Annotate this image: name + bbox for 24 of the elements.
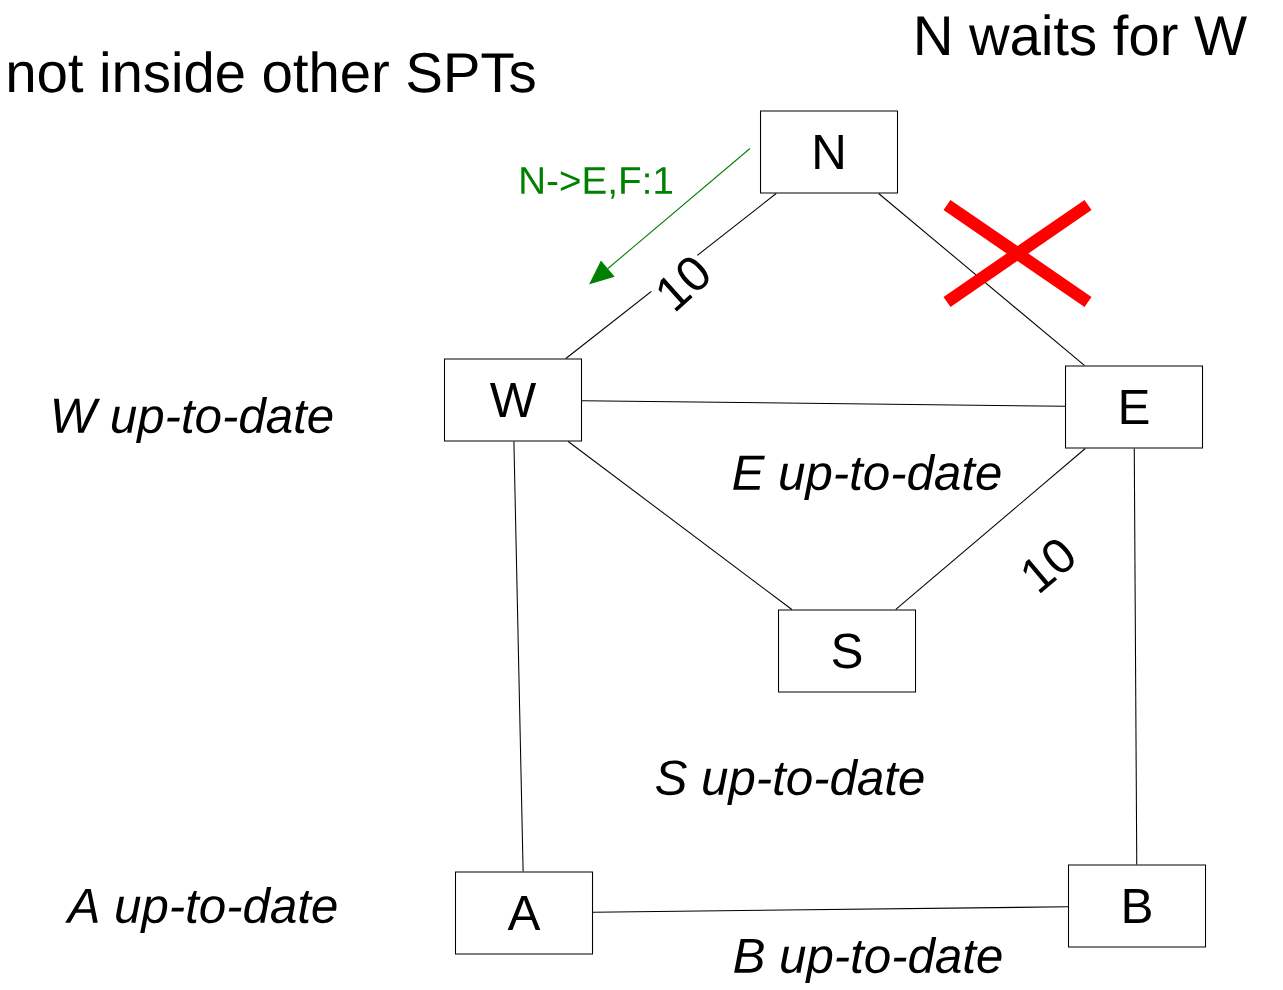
connector-line — [592, 906, 1069, 913]
connector-line — [895, 448, 1086, 610]
edge-label: 10 — [1023, 540, 1074, 594]
status-text: B up-to-date — [734, 937, 1002, 983]
node-box: W — [444, 358, 583, 442]
heading-text: not inside other SPTs — [9, 51, 535, 93]
connector-line — [567, 441, 793, 610]
status-text: W up-to-date — [54, 397, 333, 443]
arrow — [589, 148, 751, 285]
node-box: N — [760, 110, 899, 194]
status-text: A up-to-date — [65, 887, 337, 933]
connector-line — [581, 400, 1066, 407]
status-text: S up-to-date — [656, 759, 924, 805]
node-box: S — [778, 609, 917, 693]
node-box: B — [1068, 864, 1207, 948]
connector-line — [878, 193, 1085, 366]
heading-text: N waits for W — [917, 14, 1247, 56]
connector-line — [513, 441, 524, 872]
status-text: E up-to-date — [733, 454, 1001, 500]
node-box: A — [454, 871, 594, 955]
edge-label: 10 — [658, 257, 709, 312]
edge-label: N->E,F:1 — [521, 167, 672, 199]
connector-line — [1133, 448, 1138, 865]
node-box: E — [1065, 365, 1204, 449]
